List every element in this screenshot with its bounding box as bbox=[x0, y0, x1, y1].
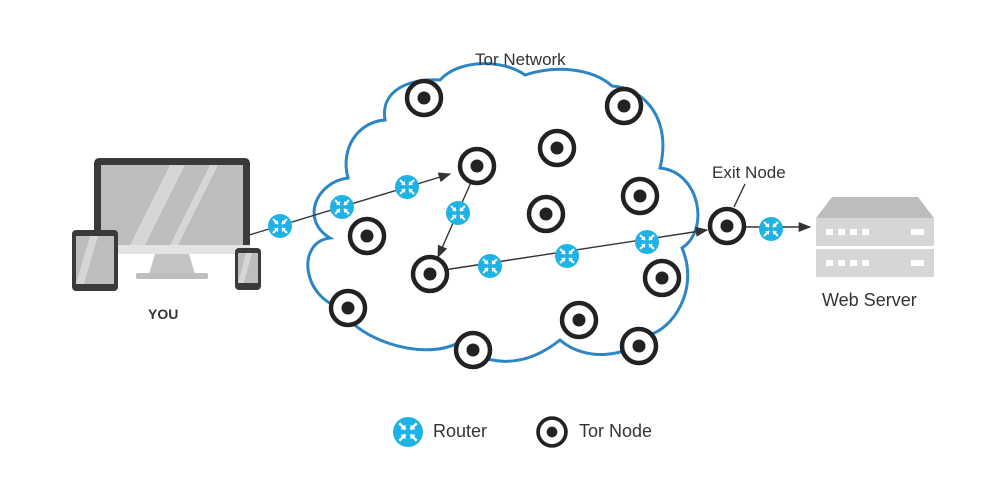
tor-node-icon bbox=[529, 197, 563, 231]
tor-node-icon bbox=[540, 131, 574, 165]
tor-node-icon bbox=[623, 179, 657, 213]
exit-node-pointer bbox=[733, 183, 746, 208]
web-server-label: Web Server bbox=[822, 290, 917, 310]
monitor-icon bbox=[94, 158, 250, 279]
tor-node-icon bbox=[645, 261, 679, 295]
legend-tor-node-label: Tor Node bbox=[579, 421, 653, 441]
router-icon bbox=[477, 253, 503, 279]
legend-tor-node-icon bbox=[536, 416, 568, 448]
router-icon bbox=[445, 200, 471, 226]
router-icon bbox=[394, 174, 420, 200]
network-title: Tor Network bbox=[475, 50, 566, 69]
exit-node-label: Exit Node bbox=[712, 163, 786, 182]
router-icon bbox=[329, 194, 355, 220]
tor-node-icon bbox=[413, 257, 447, 291]
router-icon bbox=[758, 216, 784, 242]
devices-icon bbox=[72, 158, 261, 291]
tor-node-icon bbox=[622, 329, 656, 363]
router-icon bbox=[267, 213, 293, 239]
tor-node-icon bbox=[460, 149, 494, 183]
router-icon bbox=[634, 229, 660, 255]
tor-node-icon bbox=[607, 89, 641, 123]
router-icon bbox=[554, 243, 580, 269]
legend-router-icon bbox=[391, 415, 425, 449]
you-label: YOU bbox=[148, 306, 179, 322]
server-icon bbox=[816, 197, 934, 277]
tablet-icon bbox=[72, 230, 118, 291]
tor-node-icon bbox=[350, 219, 384, 253]
legend-router-label: Router bbox=[433, 421, 488, 441]
tor-node-icon bbox=[407, 81, 441, 115]
tor-node-icon bbox=[331, 291, 365, 325]
tor-node-icon bbox=[562, 303, 596, 337]
exit-node-icon bbox=[710, 209, 744, 243]
tor-node-icon bbox=[456, 333, 490, 367]
phone-icon bbox=[235, 248, 261, 290]
